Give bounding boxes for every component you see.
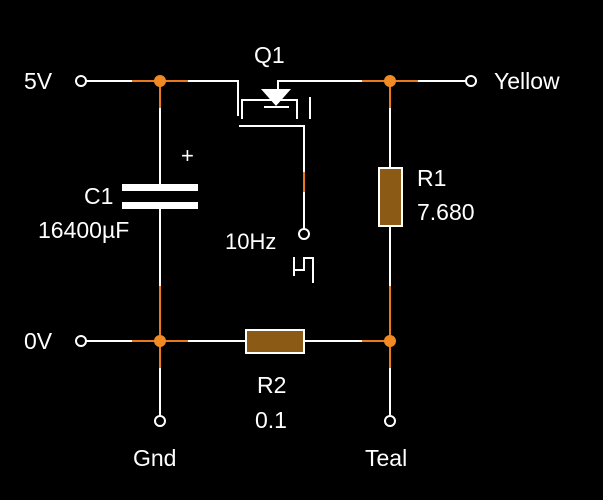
label-c1-name: C1	[84, 183, 113, 209]
terminals	[75, 75, 477, 427]
wire-accents	[132, 80, 418, 368]
junction-top-right	[384, 75, 396, 87]
label-teal: Teal	[365, 445, 407, 471]
terminal-0v[interactable]	[75, 335, 87, 347]
label-c1-value: 16400µF	[38, 217, 129, 243]
junctions	[154, 75, 396, 347]
capacitor-plate-bottom	[122, 202, 198, 209]
label-r2-name: R2	[257, 372, 286, 398]
mosfet-arrow-icon	[261, 89, 291, 106]
junction-bottom-left	[154, 335, 166, 347]
resistor-r2-body	[245, 329, 305, 354]
terminal-yellow[interactable]	[465, 75, 477, 87]
junction-top-left	[154, 75, 166, 87]
terminal-gate[interactable]	[298, 228, 310, 240]
label-gate-signal: 10Hz	[225, 229, 276, 254]
label-r1-name: R1	[417, 165, 446, 191]
label-gnd: Gnd	[133, 445, 176, 471]
label-c1-polarity: +	[181, 143, 194, 168]
label-yellow: Yellow	[494, 68, 560, 94]
label-5v: 5V	[24, 68, 53, 94]
terminal-5v[interactable]	[75, 75, 87, 87]
label-0v: 0V	[24, 328, 53, 354]
junction-bottom-right	[384, 335, 396, 347]
square-wave-symbol	[293, 257, 314, 283]
label-r2-value: 0.1	[255, 407, 287, 433]
terminal-gnd[interactable]	[154, 415, 166, 427]
capacitor-plate-top	[122, 184, 198, 191]
resistor-r1-body	[378, 167, 403, 227]
label-r1-value: 7.680	[417, 199, 475, 225]
terminal-teal[interactable]	[384, 415, 396, 427]
label-q1: Q1	[254, 42, 285, 68]
